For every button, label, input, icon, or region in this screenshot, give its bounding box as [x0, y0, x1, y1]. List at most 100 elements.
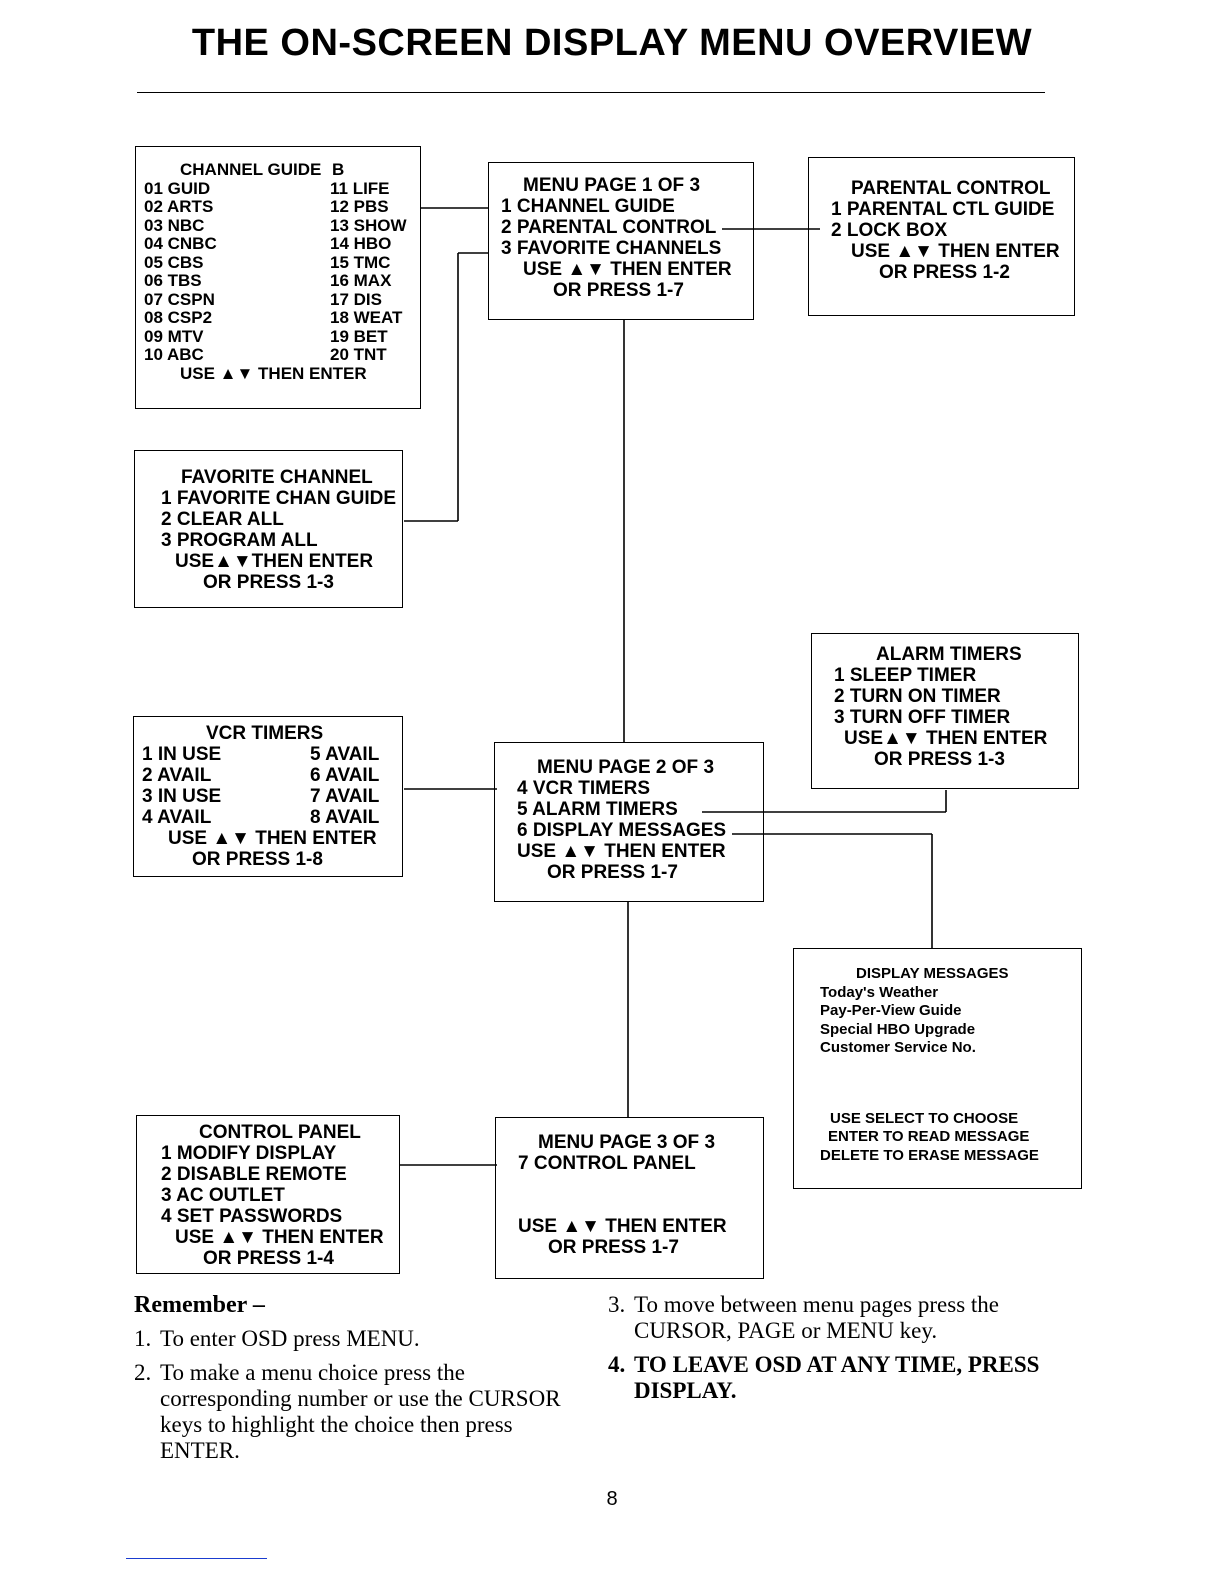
message-item[interactable]: Customer Service No. — [820, 1039, 976, 1056]
control-item-set-passwords[interactable]: 4 SET PASSWORDS — [161, 1206, 343, 1227]
menu-page-1-box: MENU PAGE 1 OF 3 1 CHANNEL GUIDE 2 PAREN… — [488, 162, 754, 320]
alarm-press: OR PRESS 1-3 — [874, 749, 1005, 770]
vcr-slot[interactable]: 6 AVAIL — [310, 765, 380, 786]
channel-item[interactable]: 03 NBC — [144, 215, 205, 235]
vcr-slot[interactable]: 5 AVAIL — [310, 744, 380, 765]
channel-item[interactable]: 07 CSPN — [144, 289, 215, 309]
favorite-item-program-all[interactable]: 3 PROGRAM ALL — [161, 530, 318, 551]
channel-item[interactable]: 18 WEAT — [330, 308, 403, 327]
parental-control-box: PARENTAL CONTROL 1 PARENTAL CTL GUIDE 2 … — [808, 157, 1075, 316]
note-number: 2. — [134, 1360, 152, 1385]
vcr-instructions: USE ▲▼ THEN ENTER — [168, 828, 377, 849]
remember-note: 2. To make a menu choice press the corre… — [134, 1360, 584, 1464]
channel-item[interactable]: 11 LIFE — [330, 178, 390, 198]
channel-item[interactable]: 19 BET — [330, 326, 388, 346]
vcr-slot[interactable]: 3 IN USE — [142, 786, 222, 807]
message-instruction-enter: ENTER TO READ MESSAGE — [828, 1128, 1030, 1145]
parental-press: OR PRESS 1-2 — [879, 262, 1010, 283]
parental-control-title: PARENTAL CONTROL — [851, 178, 1051, 199]
remember-note: 4. TO LEAVE OSD AT ANY TIME, PRESS DISPL… — [608, 1352, 1078, 1404]
favorite-channel-box: FAVORITE CHANNEL 1 FAVORITE CHAN GUIDE 2… — [134, 450, 403, 608]
display-messages-title: DISPLAY MESSAGES — [856, 965, 1009, 982]
favorite-channel-title: FAVORITE CHANNEL — [181, 467, 373, 488]
channel-item[interactable]: 06 TBS — [144, 271, 202, 290]
vcr-slot[interactable]: 2 AVAIL — [142, 765, 212, 786]
vcr-press: OR PRESS 1-8 — [192, 849, 323, 870]
note-number: 3. — [608, 1292, 626, 1317]
vcr-slot[interactable]: 7 AVAIL — [310, 786, 380, 807]
display-messages-box: DISPLAY MESSAGES Today's Weather Pay-Per… — [793, 948, 1082, 1189]
control-panel-instructions: USE ▲▼ THEN ENTER — [175, 1227, 384, 1248]
favorite-instructions: USE▲▼THEN ENTER — [175, 551, 374, 572]
control-item-disable-remote[interactable]: 2 DISABLE REMOTE — [161, 1164, 347, 1185]
channel-item[interactable]: 15 TMC — [330, 252, 391, 272]
favorite-item-guide[interactable]: 1 FAVORITE CHAN GUIDE — [161, 488, 397, 509]
menu-page-2-instructions: USE ▲▼ THEN ENTER — [517, 841, 726, 862]
menu-page-1-press: OR PRESS 1-7 — [553, 280, 684, 301]
alarm-item-turn-on[interactable]: 2 TURN ON TIMER — [834, 686, 1001, 707]
menu-item-control-panel[interactable]: 7 CONTROL PANEL — [518, 1153, 696, 1174]
control-item-modify-display[interactable]: 1 MODIFY DISPLAY — [161, 1143, 337, 1164]
parental-item-guide[interactable]: 1 PARENTAL CTL GUIDE — [831, 199, 1055, 220]
channel-item[interactable]: 12 PBS — [330, 197, 389, 216]
channel-item[interactable]: 10 ABC — [144, 345, 204, 364]
note-number: 1. — [134, 1326, 152, 1351]
channel-item[interactable]: 20 TNT — [330, 345, 387, 364]
control-item-ac-outlet[interactable]: 3 AC OUTLET — [161, 1185, 285, 1206]
channel-item[interactable]: 05 CBS — [144, 252, 204, 272]
channel-item[interactable]: 04 CNBC — [144, 234, 217, 253]
channel-item[interactable]: 14 HBO — [330, 234, 392, 253]
menu-page-1-instructions: USE ▲▼ THEN ENTER — [523, 259, 732, 280]
channel-guide-page-marker: B — [332, 160, 345, 179]
channel-item[interactable]: 17 DIS — [330, 289, 382, 309]
menu-item-vcr-timers[interactable]: 4 VCR TIMERS — [517, 778, 651, 799]
menu-item-display-messages[interactable]: 6 DISPLAY MESSAGES — [517, 820, 727, 841]
alarm-item-turn-off[interactable]: 3 TURN OFF TIMER — [834, 707, 1011, 728]
favorite-press: OR PRESS 1-3 — [203, 572, 334, 593]
remember-note: 3. To move between menu pages press the … — [608, 1292, 1078, 1344]
page-number: 8 — [606, 1488, 618, 1510]
note-text: To enter OSD press MENU. — [160, 1326, 420, 1351]
channel-guide-footer: USE ▲▼ THEN ENTER — [180, 363, 367, 383]
channel-item[interactable]: 16 MAX — [330, 271, 392, 290]
channel-item[interactable]: 09 MTV — [144, 326, 204, 346]
menu-page-3-instructions: USE ▲▼ THEN ENTER — [518, 1216, 727, 1237]
control-panel-box: CONTROL PANEL 1 MODIFY DISPLAY 2 DISABLE… — [136, 1115, 400, 1274]
message-item[interactable]: Today's Weather — [820, 983, 939, 1001]
channel-item[interactable]: 13 SHOW — [330, 215, 407, 235]
channel-guide-title: CHANNEL GUIDE — [180, 160, 322, 179]
menu-page-2-title: MENU PAGE 2 OF 3 — [537, 757, 715, 778]
note-text: TO LEAVE OSD AT ANY TIME, PRESS DISPLAY. — [634, 1352, 1040, 1403]
control-panel-press: OR PRESS 1-4 — [203, 1248, 334, 1269]
menu-page-3-box: MENU PAGE 3 OF 3 7 CONTROL PANEL USE ▲▼ … — [495, 1117, 764, 1279]
note-text: To move between menu pages press the CUR… — [634, 1292, 1000, 1343]
menu-page-2-press: OR PRESS 1-7 — [547, 862, 678, 883]
note-number: 4. — [608, 1352, 626, 1377]
message-item[interactable]: Pay-Per-View Guide — [820, 1002, 962, 1019]
channel-item[interactable]: 01 GUID — [144, 178, 211, 198]
menu-page-1-title: MENU PAGE 1 OF 3 — [523, 175, 701, 196]
page-title: THE ON-SCREEN DISPLAY MENU OVERVIEW — [191, 22, 1033, 64]
menu-item-parental-control[interactable]: 2 PARENTAL CONTROL — [501, 217, 717, 238]
vcr-slot[interactable]: 1 IN USE — [142, 744, 222, 765]
menu-item-channel-guide[interactable]: 1 CHANNEL GUIDE — [501, 196, 675, 217]
menu-page-3-press: OR PRESS 1-7 — [548, 1237, 679, 1258]
parental-item-lock-box[interactable]: 2 LOCK BOX — [831, 220, 948, 241]
favorite-item-clear-all[interactable]: 2 CLEAR ALL — [161, 509, 284, 530]
message-instruction-select: USE SELECT TO CHOOSE — [830, 1109, 1019, 1127]
remember-notes-left: Remember – 1. To enter OSD press MENU. 2… — [134, 1292, 584, 1472]
remember-heading: Remember – — [134, 1292, 265, 1318]
message-item[interactable]: Special HBO Upgrade — [820, 1020, 976, 1038]
menu-item-alarm-timers[interactable]: 5 ALARM TIMERS — [517, 799, 678, 820]
alarm-item-sleep[interactable]: 1 SLEEP TIMER — [834, 665, 977, 686]
vcr-slot[interactable]: 8 AVAIL — [310, 807, 380, 828]
alarm-timers-title: ALARM TIMERS — [876, 644, 1022, 665]
alarm-instructions: USE▲▼ THEN ENTER — [844, 728, 1048, 749]
channel-item[interactable]: 08 CSP2 — [144, 308, 213, 327]
channel-item[interactable]: 02 ARTS — [144, 197, 214, 216]
note-text: To make a menu choice press the correspo… — [160, 1360, 561, 1463]
menu-item-favorite-channels[interactable]: 3 FAVORITE CHANNELS — [501, 238, 722, 259]
vcr-slot[interactable]: 4 AVAIL — [142, 807, 212, 828]
channel-guide-box: CHANNEL GUIDE B 01 GUID 11 LIFE 02 ARTS 12… — [135, 146, 421, 409]
